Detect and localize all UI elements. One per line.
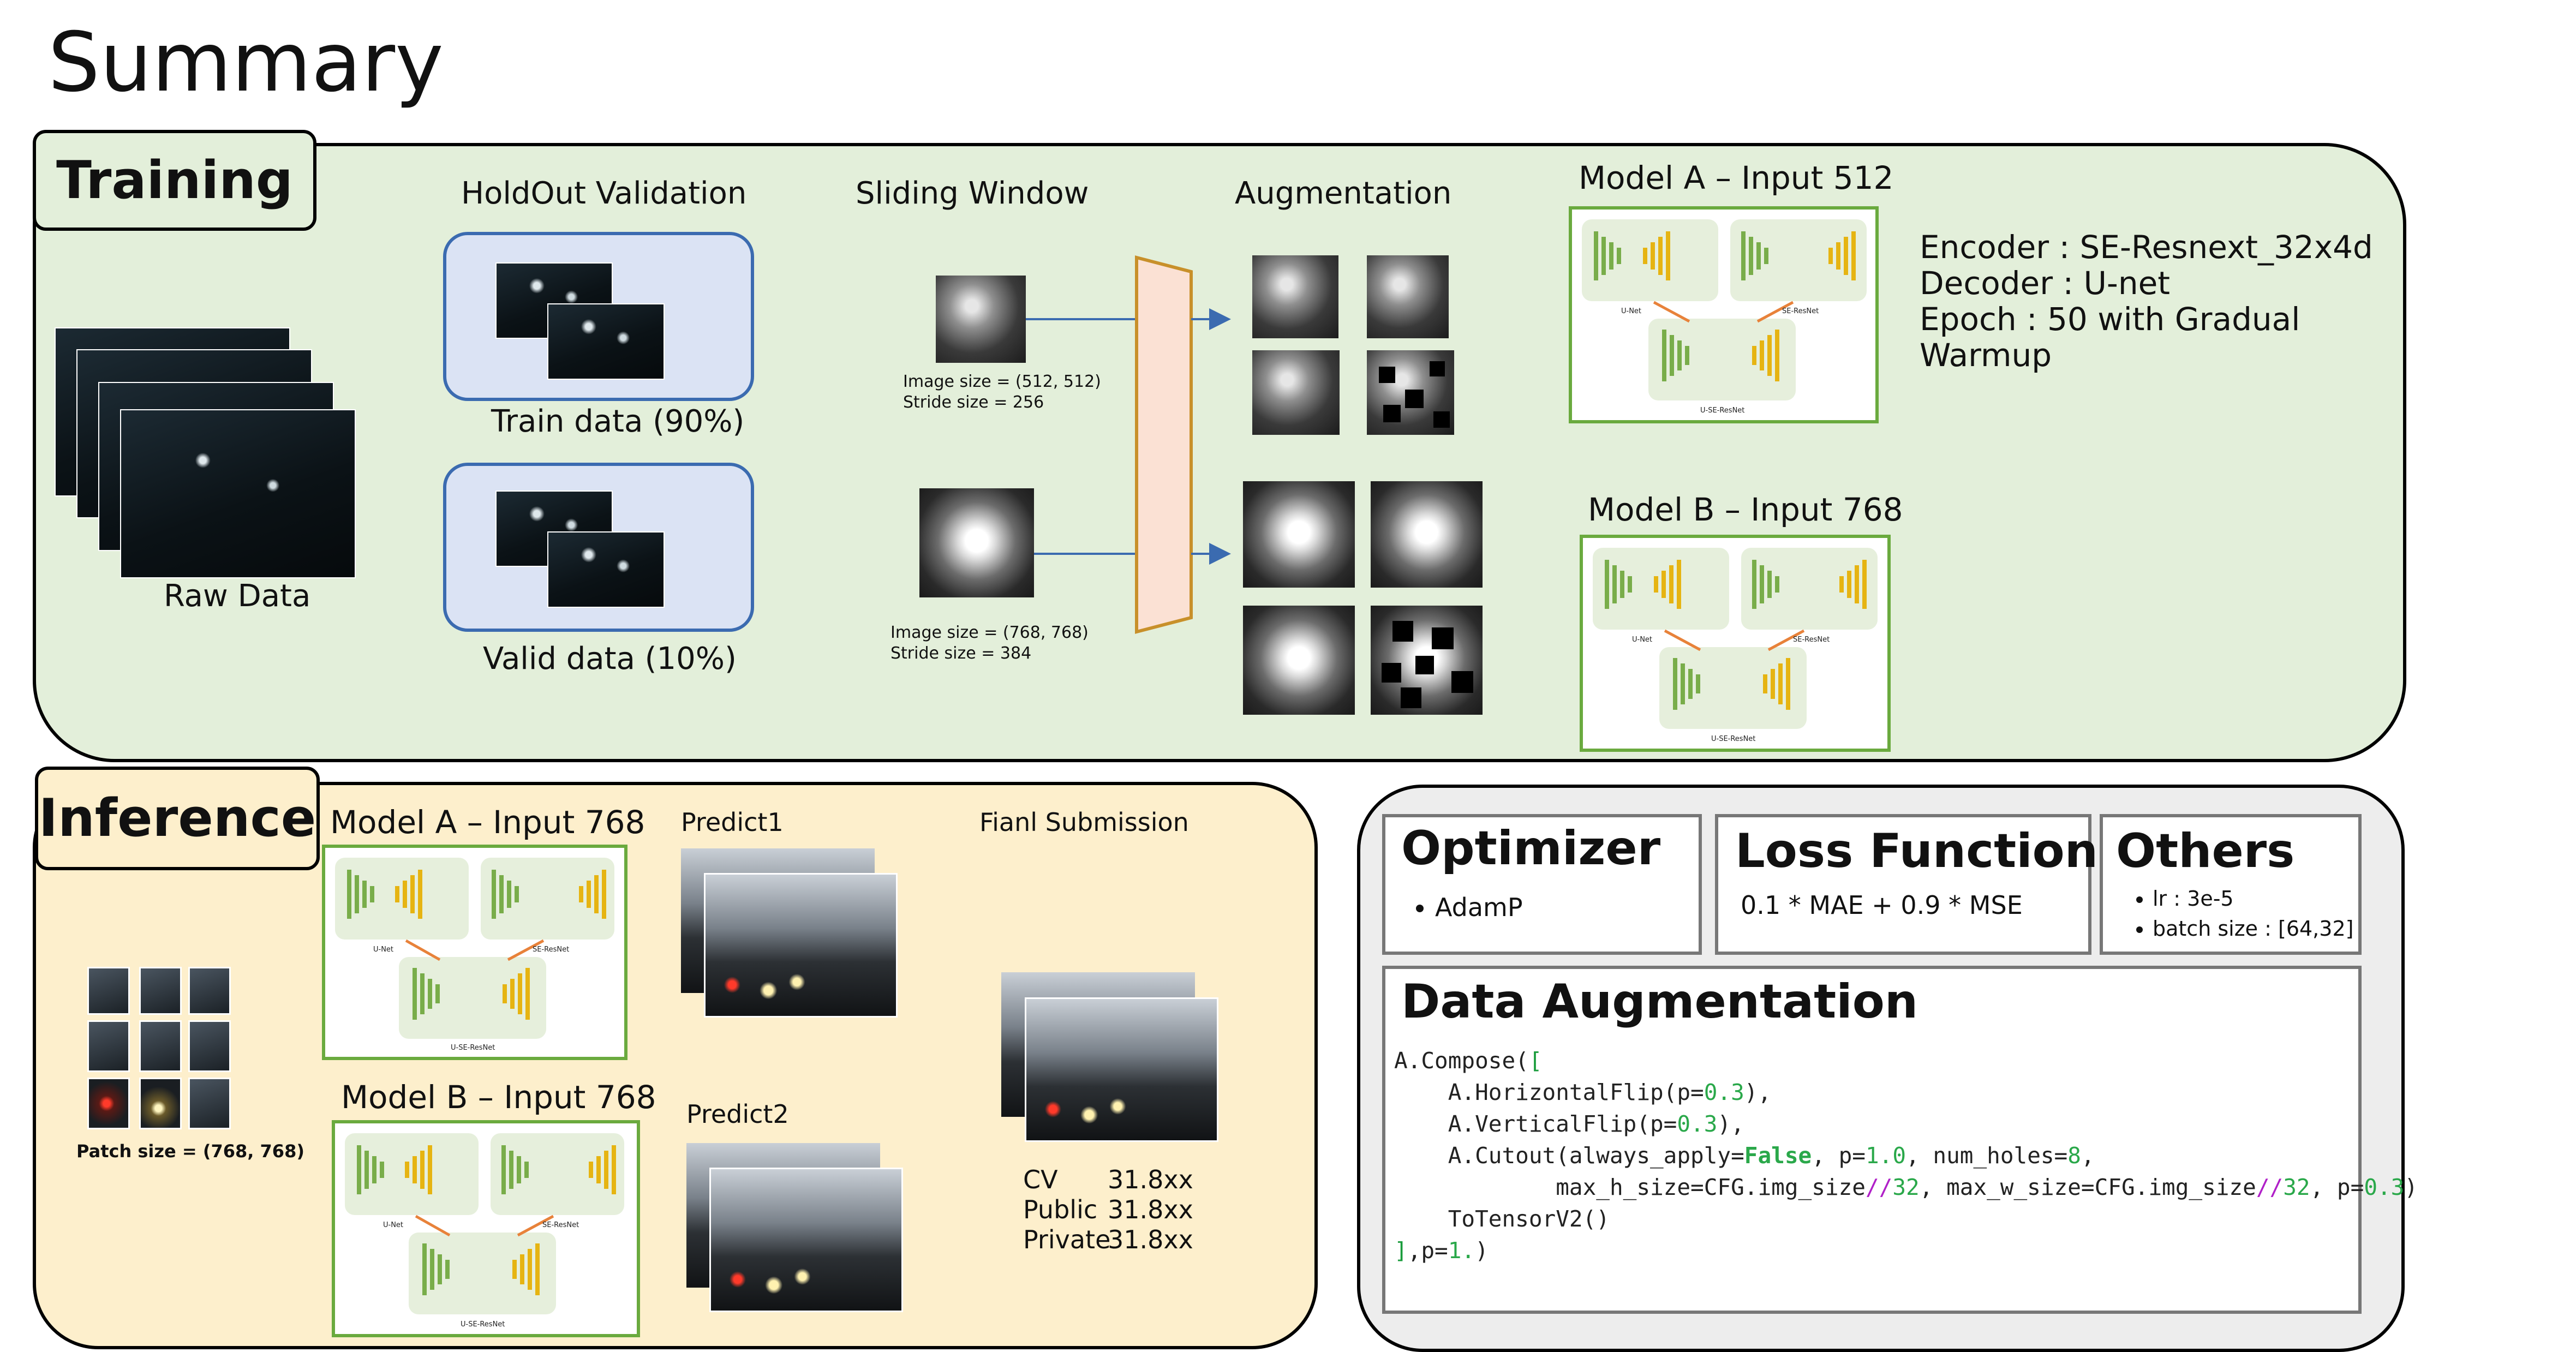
optimizer-list: AdamP <box>1402 889 1523 926</box>
score-name-private: Private <box>1023 1225 1111 1254</box>
model-architecture-diagram: U-Net SE-ResNet U-SE-ResNet <box>345 1133 624 1329</box>
augmentation-code: A.Compose([ A.HorizontalFlip(p=0.3), A.V… <box>1394 1048 2418 1264</box>
unet-label: U-Net <box>373 946 393 954</box>
aug-image <box>1243 481 1355 588</box>
others-box <box>2100 814 2362 955</box>
raw-data-label: Raw Data <box>164 578 311 614</box>
aug-cutout-image <box>1367 350 1454 435</box>
patch-tile <box>139 1078 182 1129</box>
epoch-text: Epoch : 50 with Gradual <box>1920 301 2300 338</box>
useresnet-label: U-SE-ResNet <box>1711 735 1755 743</box>
unet-label: U-Net <box>1632 636 1652 644</box>
encoder-text: Encoder : SE-Resnext_32x4d <box>1920 229 2373 266</box>
predict1-label: Predict1 <box>681 807 784 837</box>
data-augmentation-box <box>1382 966 2362 1314</box>
patch-tile <box>87 1078 130 1129</box>
raw-image <box>120 409 356 578</box>
training-tab: Training <box>33 130 316 231</box>
predict-image <box>704 873 898 1018</box>
others-title: Others <box>2116 824 2295 878</box>
patch-size-label: Patch size = (768, 768) <box>76 1141 304 1162</box>
train-data-box <box>443 232 754 401</box>
score-value-public: 31.8xx <box>1108 1195 1193 1224</box>
model-architecture-diagram: U-Net SE-ResNet U-SE-ResNet <box>1593 548 1878 743</box>
others-item-lr: lr : 3e-5 <box>2153 884 2353 914</box>
valid-image <box>547 531 665 608</box>
sliding-window-768-size: Image size = (768, 768) <box>890 623 1089 642</box>
seresnet-label: SE-ResNet <box>542 1221 579 1229</box>
train-model-a-title: Model A – Input 512 <box>1579 159 1894 196</box>
seresnet-label: SE-ResNet <box>1782 307 1819 315</box>
valid-data-label: Valid data (10%) <box>483 641 737 677</box>
page-title: Summary <box>48 15 444 110</box>
decoder-text: Decoder : U-net <box>1920 265 2171 302</box>
patch-tile <box>87 1020 130 1072</box>
augmentation-title: Augmentation <box>1235 176 1452 211</box>
useresnet-label: U-SE-ResNet <box>1700 406 1744 415</box>
useresnet-label: U-SE-ResNet <box>451 1044 495 1052</box>
loss-formula: 0.1 * MAE + 0.9 * MSE <box>1741 890 2023 920</box>
predict2-label: Predict2 <box>686 1099 789 1129</box>
predict-image <box>709 1168 903 1312</box>
optimizer-item: AdamP <box>1435 889 1523 926</box>
valid-data-box <box>443 463 754 632</box>
data-augmentation-title: Data Augmentation <box>1401 974 1918 1029</box>
sliding-window-512-size: Image size = (512, 512) <box>903 372 1101 391</box>
holdout-title: HoldOut Validation <box>461 176 747 211</box>
patch-tile <box>87 967 130 1015</box>
final-image <box>1025 997 1218 1142</box>
sliding-window-768-stride: Stride size = 384 <box>890 644 1032 663</box>
augmenter-trapezoid <box>1135 255 1193 634</box>
optimizer-title: Optimizer <box>1401 821 1661 876</box>
score-name-public: Public <box>1023 1195 1098 1224</box>
sliding-window-512-image <box>936 276 1026 363</box>
patch-tile <box>139 1020 182 1072</box>
aug-cutout-image <box>1371 606 1483 715</box>
unet-label: U-Net <box>1621 307 1641 315</box>
train-model-b-title: Model B – Input 768 <box>1588 491 1903 528</box>
unet-label: U-Net <box>383 1221 403 1229</box>
sliding-window-title: Sliding Window <box>856 176 1089 211</box>
epoch-text-cont: Warmup <box>1920 337 2052 374</box>
aug-image <box>1252 350 1340 435</box>
patch-tile <box>188 967 231 1015</box>
aug-image <box>1252 255 1338 338</box>
model-architecture-diagram: U-Net SE-ResNet U-SE-ResNet <box>1582 219 1867 415</box>
patch-tile <box>188 1078 231 1129</box>
final-submission-title: Fianl Submission <box>979 807 1189 837</box>
others-list: lr : 3e-5 batch size : [64,32] <box>2120 884 2353 944</box>
others-item-batch: batch size : [64,32] <box>2153 914 2353 944</box>
score-name-cv: CV <box>1023 1165 1058 1194</box>
patch-tile <box>139 967 182 1015</box>
aug-image <box>1371 481 1483 588</box>
score-value-private: 31.8xx <box>1108 1225 1193 1254</box>
sliding-window-512-stride: Stride size = 256 <box>903 393 1044 412</box>
model-architecture-diagram: U-Net SE-ResNet U-SE-ResNet <box>335 858 614 1052</box>
inf-model-a-diagram: U-Net SE-ResNet U-SE-ResNet <box>322 845 627 1060</box>
train-model-b-diagram: U-Net SE-ResNet U-SE-ResNet <box>1580 535 1891 752</box>
loss-box <box>1715 814 2091 955</box>
seresnet-label: SE-ResNet <box>1793 636 1830 644</box>
inf-model-a-title: Model A – Input 768 <box>330 804 646 841</box>
optimizer-box <box>1382 814 1702 955</box>
patch-tile <box>188 1020 231 1072</box>
inference-tab: Inference <box>35 767 320 870</box>
train-data-label: Train data (90%) <box>491 404 745 439</box>
training-panel <box>33 143 2406 762</box>
train-image <box>547 303 665 380</box>
useresnet-label: U-SE-ResNet <box>461 1320 505 1329</box>
inf-model-b-diagram: U-Net SE-ResNet U-SE-ResNet <box>332 1120 640 1337</box>
inf-model-b-title: Model B – Input 768 <box>341 1079 656 1116</box>
loss-title: Loss Function <box>1735 824 2098 878</box>
aug-image <box>1367 255 1449 338</box>
score-value-cv: 31.8xx <box>1108 1165 1193 1194</box>
sliding-window-768-image <box>919 488 1034 597</box>
seresnet-label: SE-ResNet <box>533 946 569 954</box>
train-model-a-diagram: U-Net SE-ResNet U-SE-ResNet <box>1569 206 1879 423</box>
aug-image <box>1243 606 1355 715</box>
